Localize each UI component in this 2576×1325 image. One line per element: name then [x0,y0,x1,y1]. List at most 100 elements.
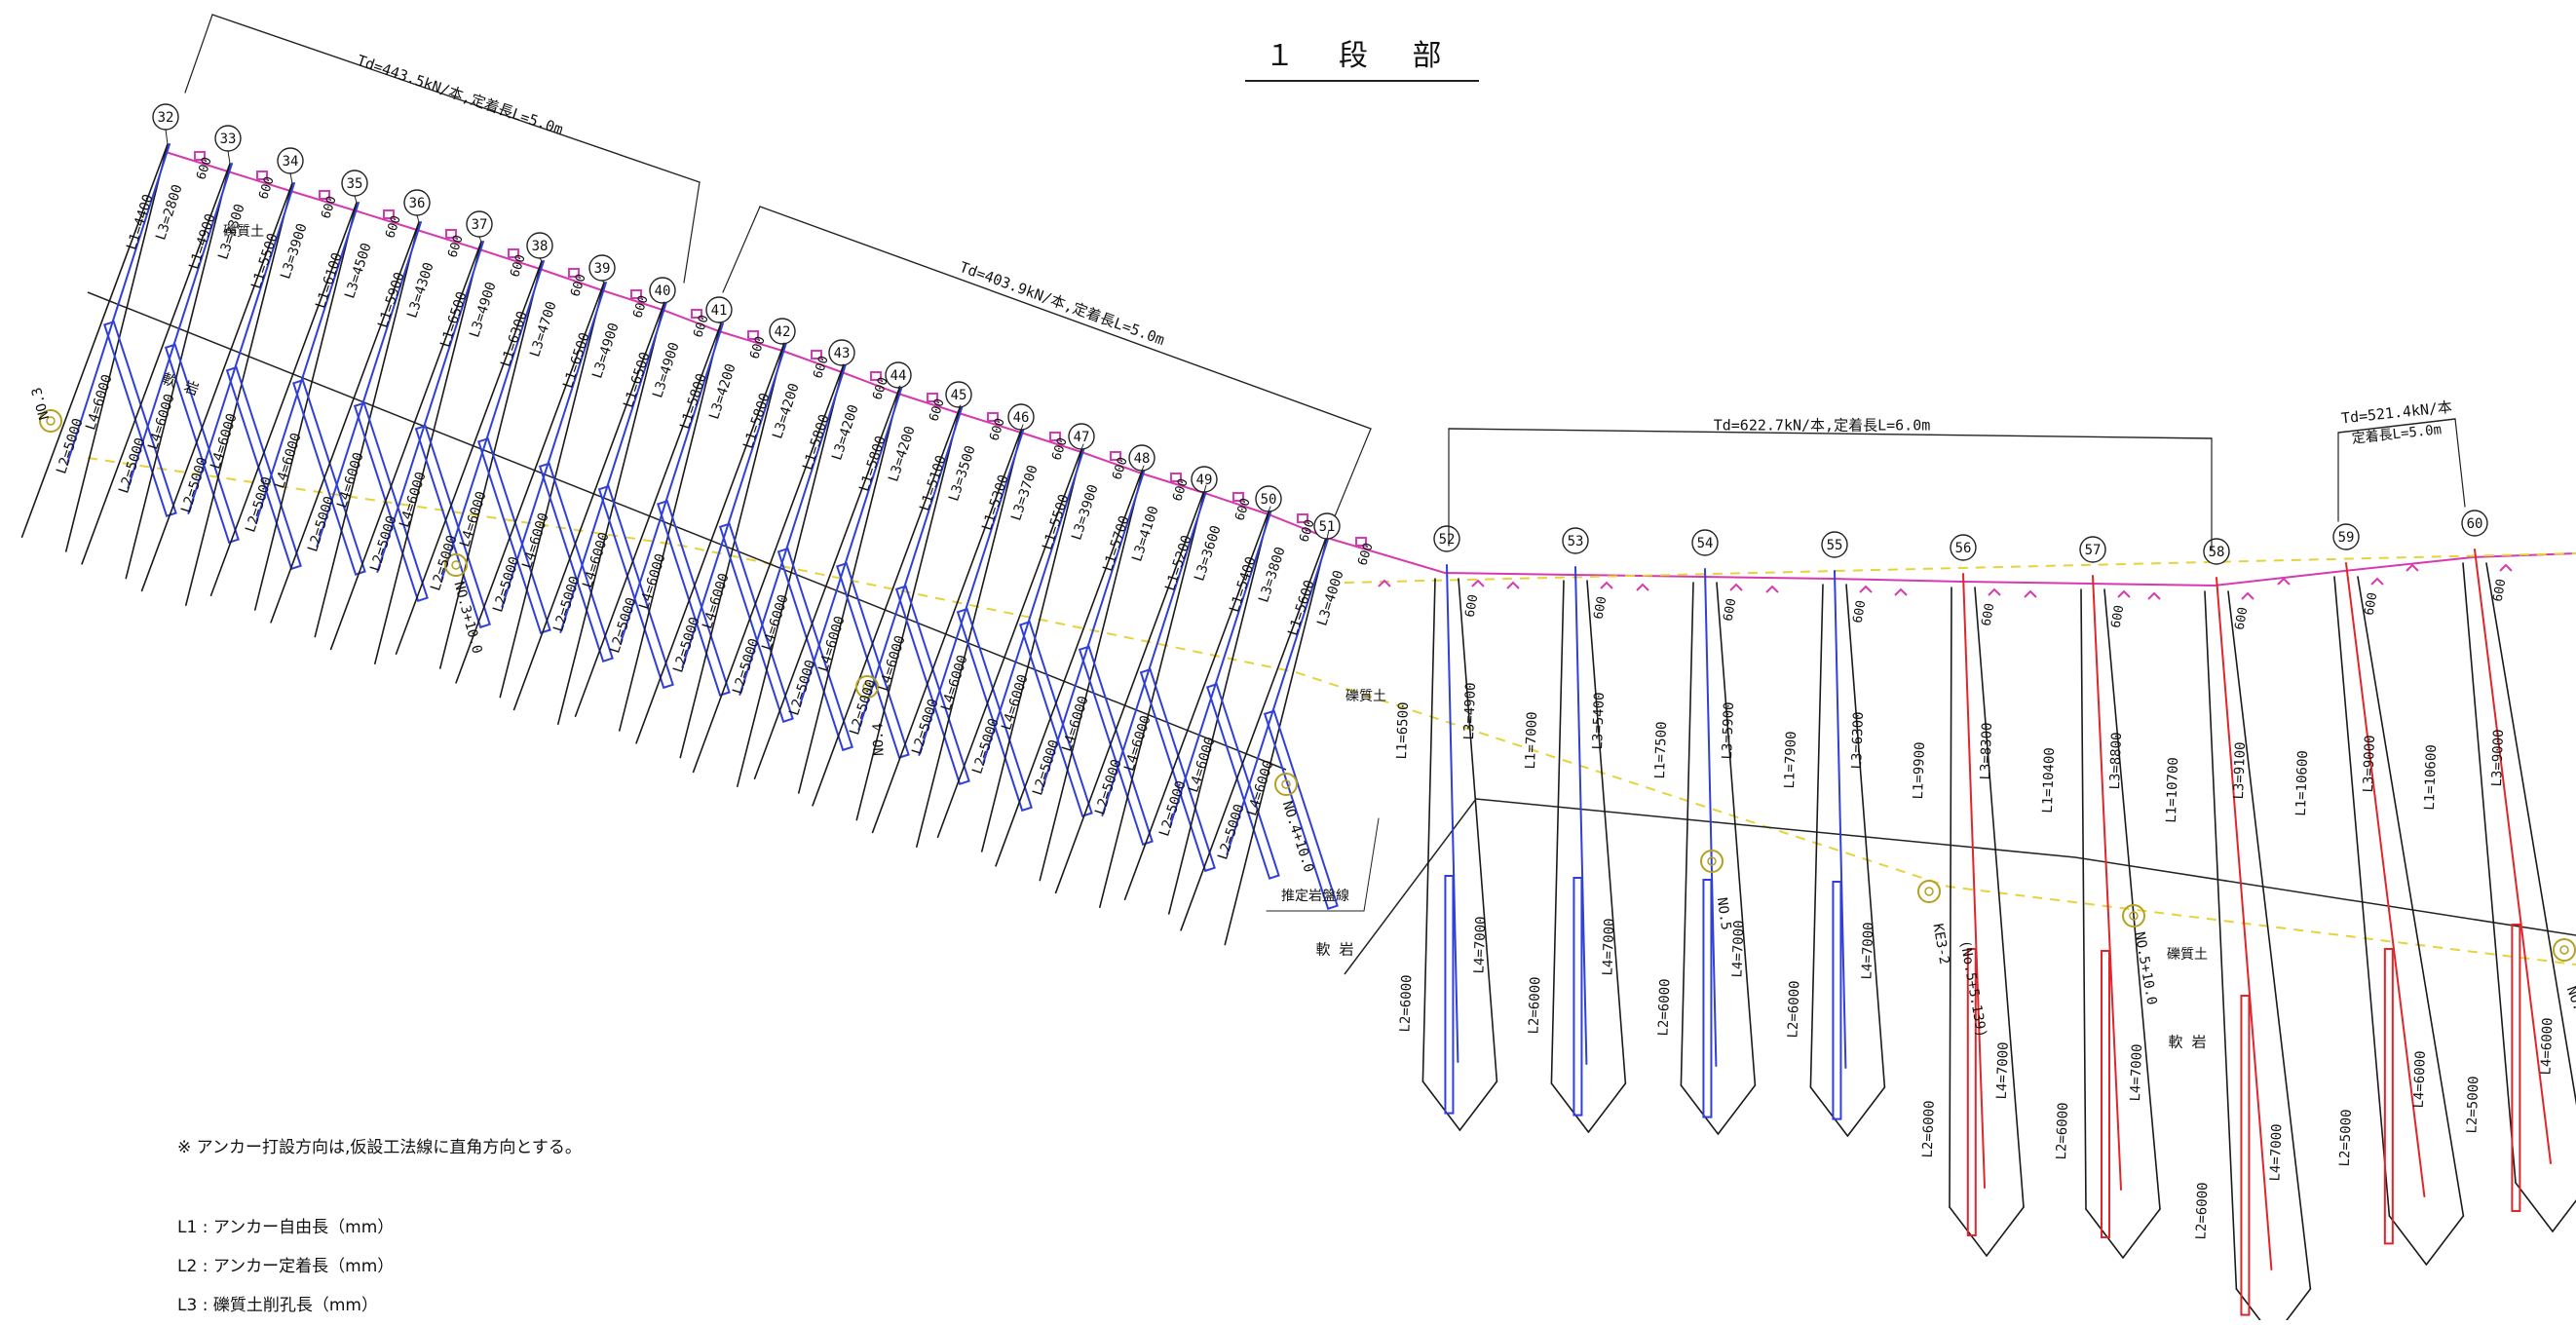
dim-600: 600 [1049,436,1071,463]
anchor-fixed-zone [353,401,429,603]
label-l1: L1=6300 [498,309,530,368]
group-dimension-line [759,206,1372,430]
anchor-outline [1180,529,1330,931]
anchor-number: 33 [220,132,237,147]
label-l4: L4=6000 [457,489,489,549]
anchor-fixed-zone [414,424,491,629]
group-dimension-leader [2454,418,2466,508]
dim-600: 600 [194,156,215,182]
anchor-number: 34 [283,154,299,170]
label-l1: L1=5800 [800,412,832,472]
anchor-tendon [857,404,964,731]
anchor-outline [2227,590,2312,1290]
anchor-fixed-zone [718,522,794,724]
anchor-tip [1680,1084,1720,1135]
anchor-outline [314,221,420,638]
anchor-leader [1141,465,1145,472]
label-l4: L4=6000 [2411,1050,2429,1109]
label-l4: L4=6000 [397,470,429,529]
anchor-head-marker [1110,451,1121,461]
label-l1: L1=7900 [1782,731,1799,789]
label-l2: L2=5000 [550,574,583,633]
station-label: NO.4+10.0 [1279,799,1317,874]
anchor-head-marker [1765,585,1873,593]
station-marker-inner [2559,945,2569,955]
station-label: KE3-2 [1929,923,1951,965]
dim-600: 600 [1355,542,1377,568]
anchor-tendon [2474,549,2552,1164]
anchor-outline [374,241,482,664]
anchor-outline [635,342,785,744]
anchor-tendon [982,443,1086,764]
anchor-head-marker [811,350,822,360]
label-l4: L4=6000 [938,653,970,712]
anchor-head-marker [508,248,519,258]
anchor-leader [165,129,169,145]
label-l2: L2=5000 [2464,1076,2481,1134]
anchor-tendon [1169,506,1273,826]
anchor-leader [416,214,420,223]
anchor-outline [1680,582,1694,1086]
label-l2: L2=5000 [54,416,86,475]
label-l1: L1=5700 [1100,513,1132,573]
anchor-fixed-zone [225,365,302,571]
anchor-head-marker [383,209,395,219]
dim-600: 600 [1232,497,1254,523]
note-l1: L1 : アンカー自由長（mm） [177,1218,395,1237]
label-l3: L3=4900 [589,321,622,380]
label-l2: L2=6000 [2193,1182,2211,1240]
group-dimension-leader [722,206,761,293]
label-l1: L1=4400 [124,192,156,251]
anchor-tendon [127,163,233,489]
soil-label-estimated: 推定岩盤線 [1281,889,1349,904]
anchor-outline [1974,587,2025,1208]
anchor-head-marker [2406,563,2513,572]
anchor-outline [1224,529,1330,946]
anchor-outline [936,443,1084,839]
label-l3: L3=3900 [278,221,310,281]
station-marker [2553,938,2576,962]
anchor-tendon [739,363,847,696]
anchor-head-marker [2277,577,2384,586]
anchor-tip [2122,1208,2161,1259]
label-l4: L4=6000 [580,530,612,589]
anchor-leader [1268,506,1271,512]
label-l1: L1=6500 [1394,701,1412,760]
anchor-outline [20,143,169,539]
anchor-outline [995,465,1145,867]
label-l4: L4=6000 [334,450,366,510]
label-l4: L4=6000 [700,571,732,630]
label-l1: L1=5200 [1162,533,1194,592]
anchor-tendon [1041,465,1147,791]
anchor-number: 43 [834,346,851,361]
anchor-fixed-zone [538,462,614,663]
label-l2: L2=5000 [909,697,941,756]
anchor-tendon [799,385,903,705]
anchor-outline [395,260,543,656]
group-dimension-leader [683,181,701,284]
label-l3: L3=4100 [1129,504,1161,563]
anchor-tip [1846,1086,1886,1137]
label-l2: L2=5000 [607,595,639,655]
anchor-outline [2357,576,2465,1217]
label-l3: L3=5400 [1590,692,1608,750]
label-l2: L2=5000 [490,554,522,614]
label-l4: L4=6000 [759,592,791,652]
anchor-number: 60 [2467,516,2483,532]
anchor-number: 32 [158,110,174,126]
anchor-outline [980,443,1084,852]
label-l3: L3=3600 [1192,523,1224,583]
anchor-head-marker [1378,579,1485,587]
label-l2: L2=5000 [670,615,702,674]
label-l1: L1=6100 [313,250,345,310]
anchor-number: 56 [1955,541,1972,556]
anchor-fixed-zone [2383,948,2394,1245]
anchor-head-marker [1297,513,1308,523]
anchor-number: 45 [951,388,967,403]
label-l2: L2=5000 [1030,738,1062,797]
label-l3: L3=4900 [467,280,499,339]
station-marker [2122,904,2145,928]
anchor-head-marker [1894,587,2001,596]
label-l4: L4=6000 [1186,735,1218,794]
